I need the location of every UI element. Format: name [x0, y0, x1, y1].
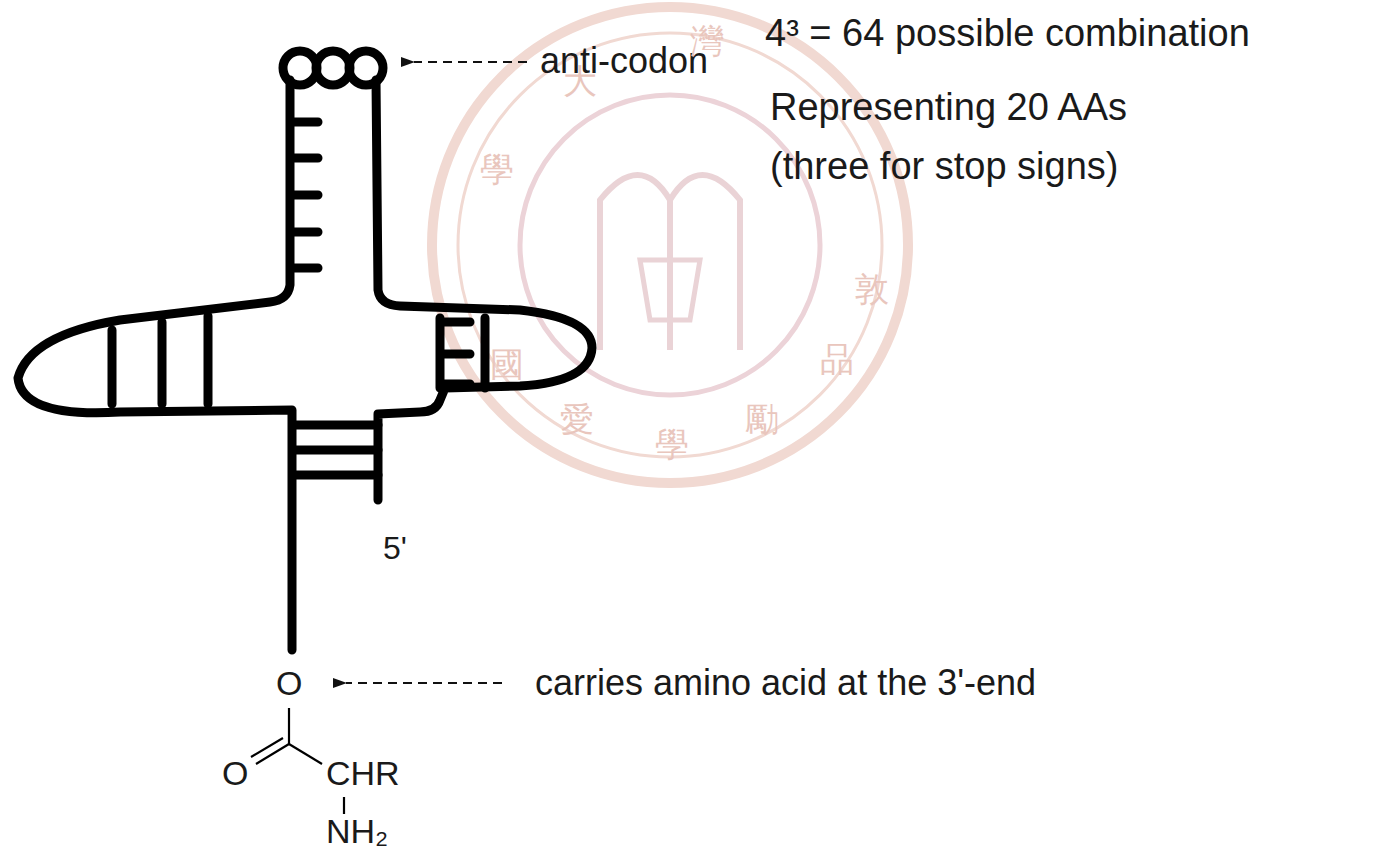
leader-arrows [346, 62, 527, 683]
watermark: 學 [480, 150, 514, 189]
watermark: 敦 [855, 270, 889, 309]
trna-cloverleaf [18, 51, 592, 650]
watermark: 愛 [560, 400, 594, 439]
note-text: 4³ = 64 possible combination [765, 12, 1250, 56]
group-label: NH₂ [326, 812, 388, 851]
note-text: Representing 20 AAs (three for stop sign… [770, 78, 1210, 196]
callout-label: carries amino acid at the 3'-end [535, 662, 1036, 703]
watermark: 大 [563, 62, 597, 101]
watermark: 灣 [690, 22, 724, 61]
atom-label: O [276, 664, 302, 703]
watermark: 國 [490, 345, 524, 384]
group-label: CHR [326, 754, 400, 793]
watermark: 學 [655, 425, 689, 464]
watermark: 品 [820, 340, 854, 379]
atom-label: O [222, 754, 248, 793]
end-label: 5' [383, 530, 407, 567]
watermark: 勵 [745, 400, 779, 439]
seal-watermark [432, 7, 908, 483]
